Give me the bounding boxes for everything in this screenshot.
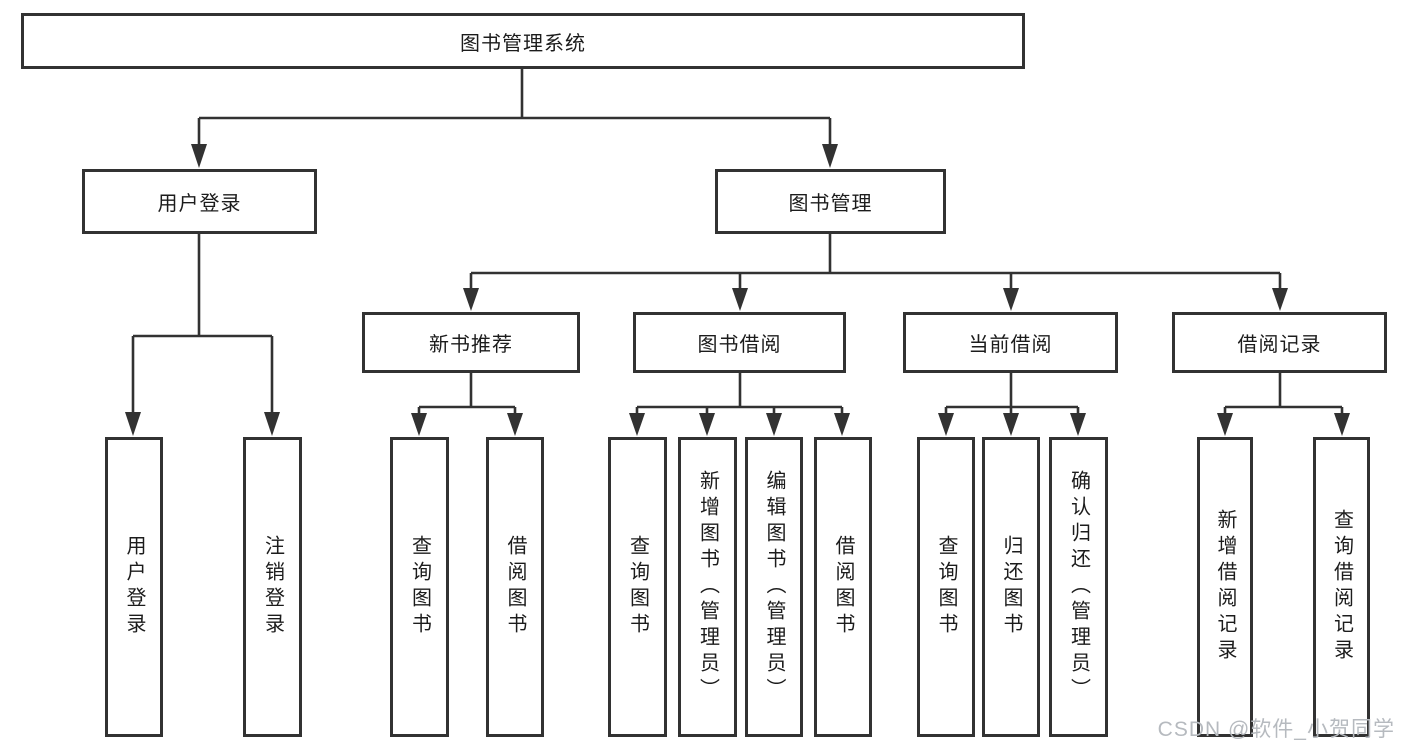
node-root: 图书管理系统 — [21, 13, 1025, 69]
node-book-borrowing-label: 图书借阅 — [697, 334, 782, 356]
node-book-borrowing: 图书借阅 — [633, 312, 846, 373]
node-user-login-label: 用户登录 — [157, 193, 242, 215]
leaf-recommend-query-books: 查询图书 — [390, 437, 449, 737]
node-borrowing-records: 借阅记录 — [1172, 312, 1387, 373]
leaf-query-borrow-record: 查询借阅记录 — [1313, 437, 1370, 737]
leaf-borrowing-borrow-books-label: 借阅图书 — [832, 535, 854, 639]
leaf-recommend-borrow-books: 借阅图书 — [486, 437, 544, 737]
leaf-return-books: 归还图书 — [982, 437, 1040, 737]
leaf-borrowing-query-books: 查询图书 — [608, 437, 667, 737]
leaf-borrowing-query-books-label: 查询图书 — [626, 535, 649, 639]
leaf-return-books-label: 归还图书 — [1000, 535, 1022, 639]
leaf-logout-label: 注销登录 — [261, 535, 284, 639]
leaf-user-login: 用户登录 — [105, 437, 163, 737]
leaf-query-borrow-record-label: 查询借阅记录 — [1330, 509, 1353, 665]
leaf-confirm-return-admin: 确认归还（管理员） — [1049, 437, 1108, 737]
node-current-borrowing: 当前借阅 — [903, 312, 1118, 373]
leaf-edit-books-admin-label: 编辑图书（管理员） — [763, 470, 785, 704]
node-current-borrowing-label: 当前借阅 — [968, 334, 1053, 356]
node-book-management: 图书管理 — [715, 169, 946, 234]
leaf-current-query-books-label: 查询图书 — [935, 535, 957, 639]
leaf-logout: 注销登录 — [243, 437, 302, 737]
leaf-add-books-admin: 新增图书（管理员） — [678, 437, 737, 737]
leaf-recommend-query-books-label: 查询图书 — [408, 535, 431, 639]
leaf-add-borrow-record: 新增借阅记录 — [1197, 437, 1253, 737]
leaf-edit-books-admin: 编辑图书（管理员） — [745, 437, 803, 737]
node-new-book-recommendation-label: 新书推荐 — [429, 334, 513, 356]
leaf-borrowing-borrow-books: 借阅图书 — [814, 437, 872, 737]
watermark: CSDN @软件_小贺同学 — [1157, 718, 1395, 741]
node-book-management-label: 图书管理 — [788, 193, 873, 215]
node-borrowing-records-label: 借阅记录 — [1237, 334, 1322, 356]
node-new-book-recommendation: 新书推荐 — [362, 312, 580, 373]
node-user-login: 用户登录 — [82, 169, 317, 234]
leaf-add-borrow-record-label: 新增借阅记录 — [1214, 509, 1236, 665]
leaf-recommend-borrow-books-label: 借阅图书 — [504, 535, 526, 639]
leaf-current-query-books: 查询图书 — [917, 437, 975, 737]
node-root-label: 图书管理系统 — [460, 32, 586, 55]
leaf-user-login-label: 用户登录 — [123, 535, 145, 639]
leaf-confirm-return-admin-label: 确认归还（管理员） — [1067, 470, 1090, 704]
leaf-add-books-admin-label: 新增图书（管理员） — [696, 470, 719, 704]
